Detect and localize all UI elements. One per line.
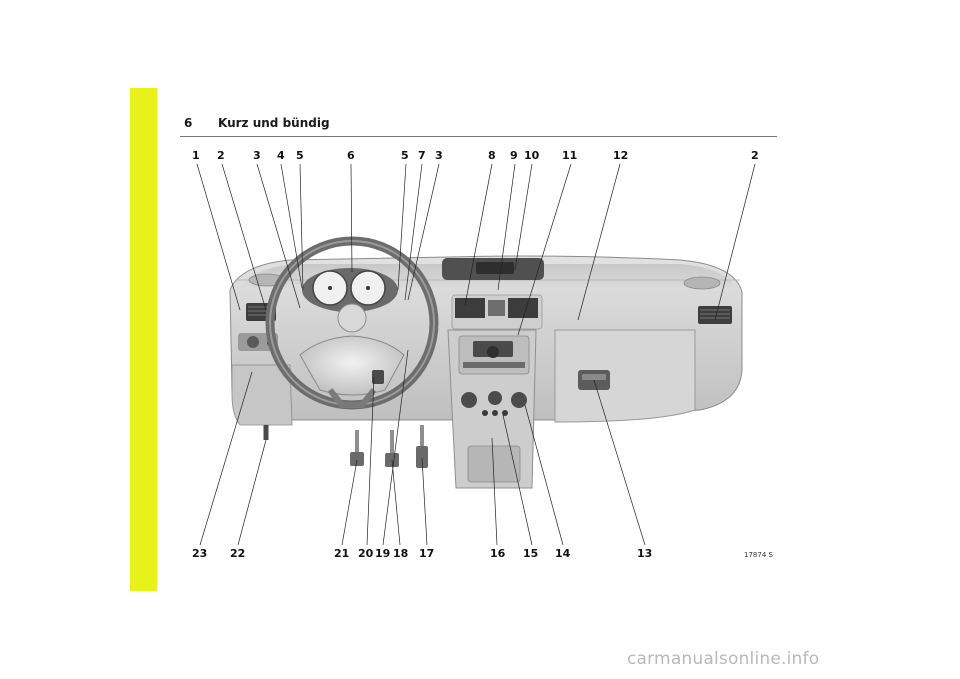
callout-9: 9 [510,149,518,162]
callout-20: 20 [358,547,374,560]
callout-17: 17 [419,547,434,560]
callout-22: 22 [230,547,245,560]
callout-18: 18 [393,547,408,560]
right-air-vent [683,276,732,324]
callout-5: 5 [296,149,304,162]
top-callouts: 1 2 3 4 5 6 5 7 3 8 9 10 11 12 2 [192,149,759,162]
dashboard-figure: 1 2 3 4 5 6 5 7 3 8 9 10 11 12 2 23 22 2… [180,140,780,580]
callout-14: 14 [555,547,571,560]
callout-6: 6 [347,149,355,162]
callout-15: 15 [523,547,538,560]
callout-4: 4 [277,149,285,162]
dashboard-illustration: 1 2 3 4 5 6 5 7 3 8 9 10 11 12 2 23 22 2… [192,149,759,560]
callout-8: 8 [488,149,496,162]
callout-16: 16 [490,547,506,560]
figure-code: 17874 S [744,551,773,559]
glovebox [554,329,696,423]
callout-23: 23 [192,547,207,560]
bottom-callouts: 23 22 21 20 19 18 17 16 15 14 13 [192,547,652,560]
center-console [442,258,544,489]
callout-1: 1 [192,149,200,162]
page-number: 6 [184,116,193,130]
callout-7: 7 [418,149,426,162]
callout-2b: 2 [751,149,759,162]
callout-10: 10 [524,149,540,162]
callout-5b: 5 [401,149,409,162]
callout-3b: 3 [435,149,443,162]
yellow-margin-bar [130,88,157,591]
page-title: Kurz und bündig [218,116,330,130]
callout-13: 13 [637,547,652,560]
callout-2: 2 [217,149,225,162]
callout-12: 12 [613,149,628,162]
callout-11: 11 [562,149,577,162]
callout-19: 19 [375,547,390,560]
source-watermark: carmanualsonline.info [627,649,820,669]
header-divider [180,136,777,137]
callout-21: 21 [334,547,349,560]
leader-lines [196,163,756,546]
callout-3: 3 [253,149,261,162]
